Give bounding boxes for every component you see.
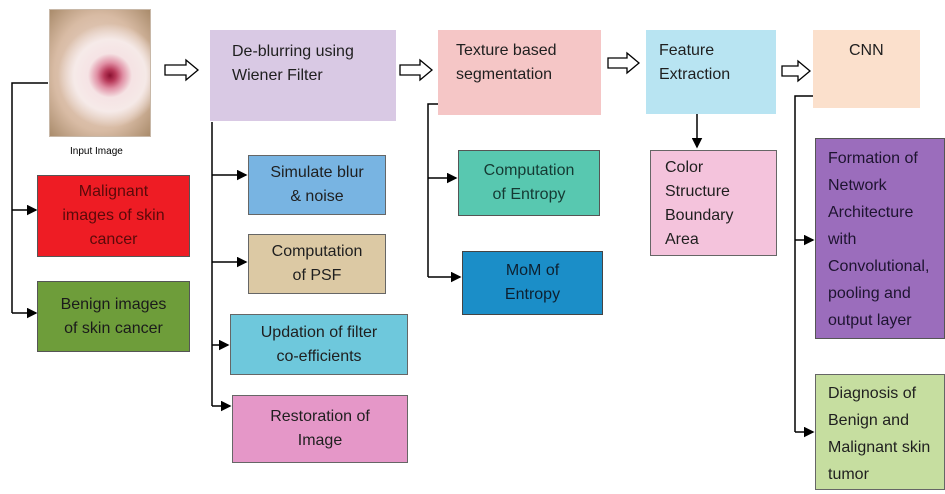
malignant-box: Malignant images of skin cancer	[37, 175, 190, 257]
input-image-caption: Input Image	[70, 146, 123, 157]
flow-arrow-2	[399, 58, 434, 82]
stage-texture: Texture based segmentation	[438, 30, 601, 115]
simulate-blur-box: Simulate blur & noise	[248, 155, 386, 215]
stage-deblur: De-blurring using Wiener Filter	[210, 30, 396, 121]
flow-arrow-1	[164, 58, 200, 82]
flow-arrow-4	[781, 59, 812, 83]
feature-list-box: Color Structure Boundary Area	[650, 150, 777, 256]
left-branch-line	[11, 82, 48, 313]
flow-arrow-3	[607, 51, 641, 75]
psf-box: Computation of PSF	[248, 234, 386, 294]
stage-feature: Feature Extraction	[646, 30, 776, 114]
benign-box: Benign images of skin cancer	[37, 281, 190, 352]
entropy-box: Computation of Entropy	[458, 150, 600, 216]
texture-branch-line	[427, 103, 448, 277]
cnn-branch-line	[794, 95, 816, 432]
network-formation-box: Formation of Network Architecture with C…	[815, 138, 945, 339]
stage-cnn: CNN	[813, 30, 920, 108]
diagnosis-box: Diagnosis of Benign and Malignant skin t…	[815, 374, 945, 490]
restoration-box: Restoration of Image	[232, 395, 408, 463]
mom-box: MoM of Entropy	[462, 251, 603, 315]
updation-box: Updation of filter co-efficients	[230, 314, 408, 375]
input-image	[49, 9, 151, 137]
